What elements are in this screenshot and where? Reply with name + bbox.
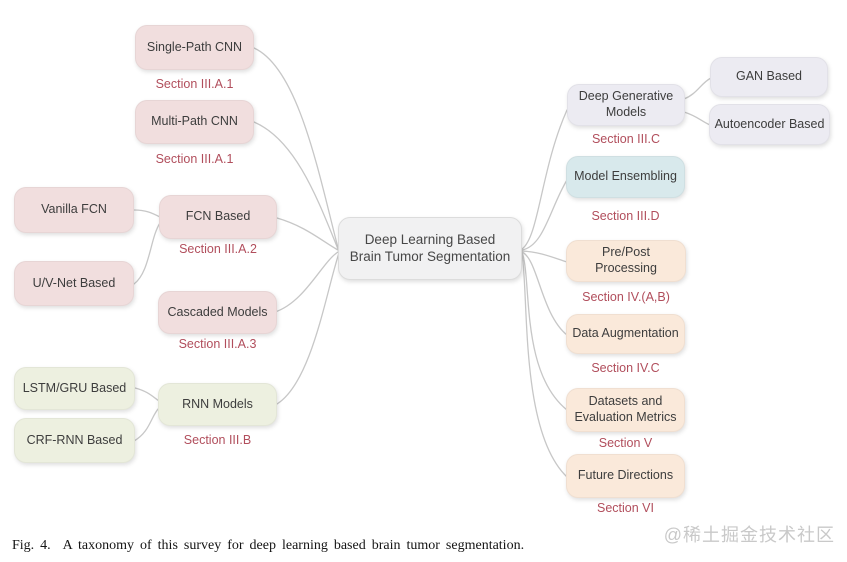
section-label-datasets: Section V bbox=[598, 436, 653, 450]
node-label: Deep Generative Models bbox=[578, 89, 674, 119]
node-crf-rnn-based: CRF-RNN Based bbox=[14, 418, 135, 463]
node-label: Future Directions bbox=[577, 468, 674, 483]
node-label: Vanilla FCN bbox=[41, 202, 107, 217]
node-label: CRF-RNN Based bbox=[26, 432, 123, 447]
root-label-line2: Brain Tumor Segmentation bbox=[349, 248, 511, 264]
node-pre-post-processing: Pre/Post Processing bbox=[566, 240, 686, 282]
node-rnn-models: RNN Models bbox=[158, 383, 277, 426]
section-label-model-ensembling: Section III.D bbox=[591, 209, 660, 223]
node-label: Single-Path CNN bbox=[146, 39, 243, 54]
node-label: Cascaded Models bbox=[167, 304, 268, 319]
section-label-data-augmentation: Section IV.C bbox=[591, 361, 660, 375]
section-label-single-path: Section III.A.1 bbox=[155, 77, 234, 91]
node-future-directions: Future Directions bbox=[566, 454, 685, 498]
node-datasets-evaluation-metrics: Datasets and Evaluation Metrics bbox=[566, 388, 685, 432]
node-label: RNN Models bbox=[182, 396, 253, 411]
node-multi-path-cnn: Multi-Path CNN bbox=[135, 100, 254, 144]
node-label: Autoencoder Based bbox=[714, 116, 825, 131]
figure-caption: Fig. 4. A taxonomy of this survey for de… bbox=[12, 538, 525, 553]
node-fcn-based: FCN Based bbox=[159, 195, 277, 239]
node-vanilla-fcn: Vanilla FCN bbox=[14, 187, 134, 233]
node-label: LSTM/GRU Based bbox=[22, 380, 127, 395]
node-label: U/V-Net Based bbox=[32, 275, 116, 290]
node-cascaded-models: Cascaded Models bbox=[158, 291, 277, 334]
node-label: Multi-Path CNN bbox=[151, 114, 238, 129]
section-label-deep-generative: Section III.C bbox=[591, 132, 661, 146]
node-model-ensembling: Model Ensembling bbox=[566, 156, 685, 198]
section-label-fcn-based: Section III.A.2 bbox=[179, 242, 257, 256]
node-label: Pre/Post Processing bbox=[595, 245, 657, 275]
node-gan-based: GAN Based bbox=[710, 57, 828, 97]
section-label-cascaded: Section III.A.3 bbox=[178, 337, 257, 351]
node-deep-generative-models: Deep Generative Models bbox=[567, 84, 685, 126]
node-data-augmentation: Data Augmentation bbox=[566, 314, 685, 354]
node-label: Datasets and Evaluation Metrics bbox=[574, 394, 677, 424]
node-autoencoder-based: Autoencoder Based bbox=[709, 104, 830, 145]
watermark-text: @稀土掘金技术社区 bbox=[663, 525, 835, 545]
section-label-pre-post: Section IV.(A,B) bbox=[582, 290, 670, 304]
node-uv-net-based: U/V-Net Based bbox=[14, 261, 134, 306]
node-root: Deep Learning Based Brain Tumor Segmenta… bbox=[338, 217, 522, 280]
node-label: FCN Based bbox=[185, 209, 251, 224]
node-single-path-cnn: Single-Path CNN bbox=[135, 25, 254, 70]
section-label-rnn-models: Section III.B bbox=[183, 433, 252, 447]
root-label-line1: Deep Learning Based bbox=[364, 231, 496, 247]
section-label-multi-path: Section III.A.1 bbox=[155, 152, 234, 166]
section-label-future: Section VI bbox=[597, 501, 654, 515]
node-label: GAN Based bbox=[735, 69, 802, 84]
node-lstm-gru-based: LSTM/GRU Based bbox=[14, 367, 135, 410]
node-label: Model Ensembling bbox=[574, 169, 677, 184]
node-label: Data Augmentation bbox=[572, 326, 679, 341]
